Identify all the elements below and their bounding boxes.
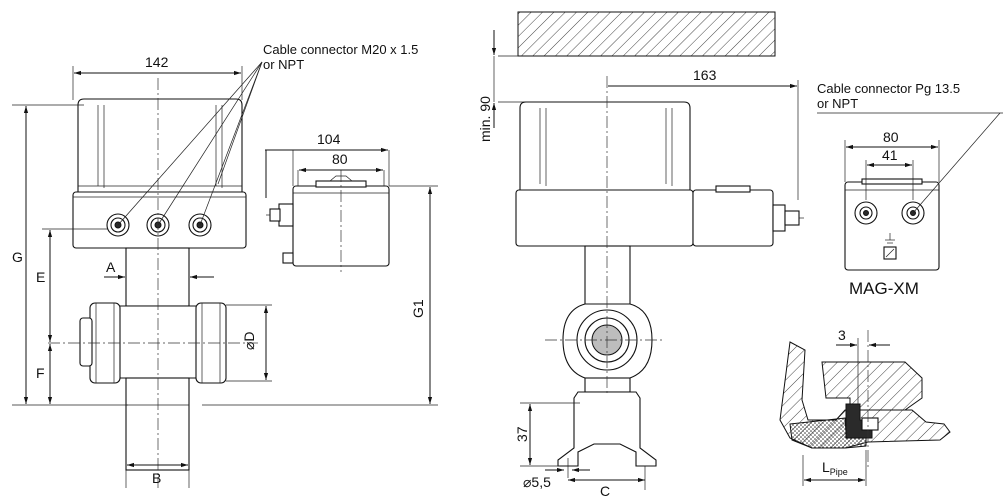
mag-xm-detail: 80 41 MAG-XM xyxy=(844,112,1001,298)
neck xyxy=(125,247,190,307)
dim-G1-label: G1 xyxy=(410,299,426,318)
mounting-bracket xyxy=(557,391,657,467)
dim-80-right-label: 80 xyxy=(883,129,899,145)
ground-icon xyxy=(883,233,897,260)
bottom-pipe xyxy=(125,377,190,471)
dim-B-label: B xyxy=(152,470,161,486)
leader-lines-left xyxy=(117,61,263,226)
model-name: MAG-XM xyxy=(849,279,919,298)
side-connector xyxy=(278,203,294,227)
side-housing-base xyxy=(515,189,694,247)
dim-37-label: 37 xyxy=(514,426,530,442)
dim-hole-label: ⌀5,5 xyxy=(523,474,551,490)
dim-E-label: E xyxy=(36,269,45,285)
side-terminal-box xyxy=(692,189,774,247)
mag-gland-1-icon xyxy=(854,201,878,225)
dim-D-label: ⌀D xyxy=(241,331,257,350)
front-view: 142 G E F A ⌀D B Cable xyxy=(12,42,418,488)
seal-section xyxy=(789,417,867,449)
dim-min90-label: min. 90 xyxy=(477,96,493,142)
cable-connector-right-line1: Cable connector Pg 13.5 xyxy=(817,81,960,96)
dim-L-label: LPipe xyxy=(822,459,848,477)
cable-connector-left-line2: or NPT xyxy=(263,57,304,72)
terminal-box-side-view: 104 80 G1 xyxy=(202,131,438,406)
side-view: min. 90 163 37 ⌀5,5 xyxy=(477,11,1003,496)
valve-body xyxy=(111,305,203,379)
dim-163-label: 163 xyxy=(693,67,717,83)
nut-section xyxy=(821,361,923,411)
dim-142-label: 142 xyxy=(145,54,169,70)
cable-connector-right-line2: or NPT xyxy=(817,96,858,111)
dim-A-label: A xyxy=(106,259,116,275)
dim-G-label: G xyxy=(12,249,23,265)
dim-80-left-label: 80 xyxy=(332,151,348,167)
dim-41-label: 41 xyxy=(882,147,898,163)
dim-C-label: C xyxy=(600,483,610,496)
dim-3-label: 3 xyxy=(838,327,846,343)
wall-hatch xyxy=(517,11,776,57)
housing-top xyxy=(77,98,243,193)
dim-F-label: F xyxy=(36,365,45,381)
section-detail: 3 LPipe xyxy=(779,327,951,486)
side-housing-top xyxy=(519,101,691,191)
dim-104-label: 104 xyxy=(317,131,341,147)
cable-connector-left-line1: Cable connector M20 x 1.5 xyxy=(263,42,418,57)
